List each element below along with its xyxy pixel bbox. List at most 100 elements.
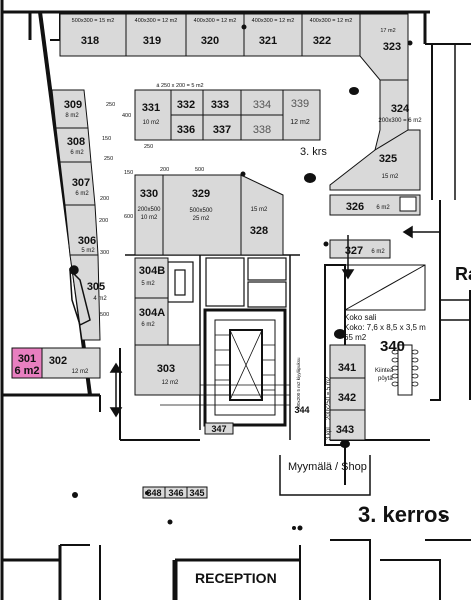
center-booth-labels: 330 200x500 10 m2 329 500x500 25 m2 15 m…	[137, 188, 268, 237]
booth-304b-area: 5 m2	[141, 281, 155, 287]
hall-chairs	[391, 349, 419, 387]
reception-label: RECEPTION	[195, 570, 277, 586]
booth-309-number: 309	[64, 99, 82, 111]
booth-323-dim: 17 m2	[380, 28, 395, 34]
dim-250-b: 250	[104, 156, 113, 162]
plant-decoration	[69, 265, 91, 327]
booth-318-number: 318	[81, 35, 99, 47]
booth-332-number: 332	[177, 99, 195, 111]
booth-329-area: 25 m2	[193, 216, 210, 222]
hall-table-label-1: Kiinteä	[375, 368, 394, 374]
booth-303-area: 12 m2	[162, 380, 179, 386]
booth-330-area: 10 m2	[141, 215, 158, 221]
floor-label: 3. kerros	[358, 502, 450, 527]
dim-250-c: 250	[144, 144, 153, 150]
dim-150: 150	[102, 136, 111, 142]
booth-330-number: 330	[140, 188, 158, 200]
booth-341-number: 341	[338, 362, 356, 374]
right-booths	[329, 79, 421, 259]
booth-321-number: 321	[259, 35, 277, 47]
hall-title: Koko sali	[344, 313, 377, 322]
direction-arrows	[109, 225, 470, 418]
booth-321-dim: 400x300 = 12 m2	[252, 18, 295, 24]
booth-340-number: 340	[380, 338, 405, 355]
booth-336-number: 336	[177, 124, 195, 136]
booth-320-dim: 400x300 = 12 m2	[194, 18, 237, 24]
service-rooms	[167, 257, 287, 308]
booth-331-number: 331	[142, 102, 160, 114]
booth-306-number: 306	[78, 235, 96, 247]
booth-329-dim: 500x500	[189, 208, 213, 214]
booth-307-area: 6 m2	[75, 191, 89, 197]
top-row-booths	[59, 13, 409, 81]
center-booths	[134, 174, 284, 256]
booth-343-number: 343	[336, 424, 354, 436]
right-booth-labels: 324 200x300 = 6 m2 325 15 m2 326 6 m2 32…	[345, 103, 422, 257]
booth-322-dim: 400x300 = 12 m2	[310, 18, 353, 24]
booth-301-area: 6 m2	[14, 365, 39, 377]
booth-319-dim: 400x300 = 12 m2	[135, 18, 178, 24]
booth-301-number: 301	[18, 353, 36, 365]
pillars	[72, 24, 445, 531]
ra-label: Ra	[455, 264, 471, 284]
hall-vertical-dim: 200x250 = 5 m2	[326, 376, 332, 420]
left-column-booths	[11, 89, 101, 379]
booth-330-dim: 200x500	[137, 207, 161, 213]
left-column-labels: 309 8 m2 308 6 m2 307 6 m2 306 5 m2 305 …	[14, 99, 107, 377]
booth-331-area: 10 m2	[143, 120, 160, 126]
island-note: á 250 x 200 = 5 m2	[156, 83, 203, 89]
dim-200-a: 200	[100, 196, 109, 202]
booth-344-number: 344	[294, 405, 309, 415]
booth-304a-number: 304A	[139, 307, 165, 319]
booth-339-number: 339	[291, 98, 309, 110]
booth-327-number: 327	[345, 245, 363, 257]
booth-328-number: 328	[250, 225, 268, 237]
booth-318-dim: 500x300 = 15 m2	[72, 18, 115, 24]
booth-347-number: 347	[211, 424, 226, 434]
door-note: 100x200 5 m2 kiyyliipuksu	[296, 357, 301, 410]
booth-325-area: 15 m2	[382, 174, 399, 180]
booth-324-number: 324	[391, 103, 410, 115]
booth-304a-area: 6 m2	[141, 322, 155, 328]
booth-326-area: 6 m2	[376, 205, 390, 211]
small-booth-labels: 347 348 346 345 344	[146, 405, 309, 498]
booth-338-number: 338	[253, 124, 271, 136]
center-left-labels: 304B 5 m2 304A 6 m2 303 12 m2	[139, 265, 179, 386]
booth-348-number: 348	[146, 488, 161, 498]
stairwell	[160, 308, 290, 427]
booth-342-number: 342	[338, 392, 356, 404]
booth-333-number: 333	[211, 99, 229, 111]
booth-309-area: 8 m2	[65, 113, 79, 119]
hall-labels: Koko sali Koko: 7,6 x 8,5 x 3,5 m 65 m2 …	[296, 313, 426, 440]
hall-table-label-2: pöytä	[378, 376, 393, 382]
dim-300: 300	[100, 250, 109, 256]
booth-323-number: 323	[383, 41, 401, 53]
booth-346-number: 346	[168, 488, 183, 498]
booth-326-number: 326	[346, 201, 364, 213]
booth-308-number: 308	[67, 136, 85, 148]
dim-200-c: 200	[160, 167, 169, 173]
center-left-booths	[134, 257, 201, 396]
hall-kpl: 3 kpl	[326, 427, 332, 440]
top-row-labels: 500x300 = 15 m2 318 400x300 = 12 m2 319 …	[72, 18, 402, 53]
booth-306-area: 5 m2	[81, 248, 95, 254]
floor-label-small: 3. krs	[300, 146, 327, 158]
hall-area: 65 m2	[344, 333, 367, 342]
booth-327-area: 6 m2	[371, 249, 385, 255]
booth-339-area: 12 m2	[290, 119, 310, 126]
booth-322-number: 322	[313, 35, 331, 47]
booth-345-number: 345	[189, 488, 204, 498]
dim-500-b: 500	[195, 167, 204, 173]
booth-320-number: 320	[201, 35, 219, 47]
booth-334-number: 334	[253, 99, 271, 111]
shop-label: Myymälä / Shop	[288, 461, 367, 473]
island-labels: á 250 x 200 = 5 m2 331 10 m2 332 333 334…	[142, 83, 310, 136]
booth-319-number: 319	[143, 35, 161, 47]
dim-500-a: 500	[100, 312, 109, 318]
hall-room	[324, 264, 426, 446]
dim-250-a: 250	[106, 102, 115, 108]
booth-324-dim: 200x300 = 6 m2	[378, 118, 422, 124]
booth-302-area: 12 m2	[72, 369, 89, 375]
dim-600: 600	[124, 214, 133, 220]
